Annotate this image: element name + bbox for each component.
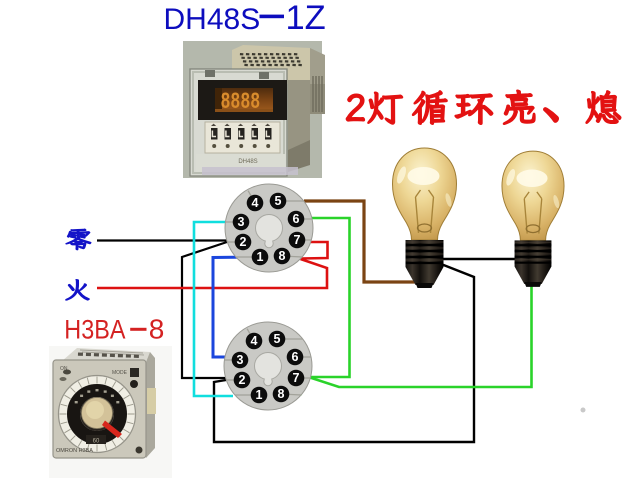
svg-text:ON: ON — [60, 366, 68, 372]
svg-text:8: 8 — [149, 314, 165, 345]
svg-text:DH48S: DH48S — [164, 3, 261, 36]
svg-text:OMRON H3BA: OMRON H3BA — [56, 448, 93, 454]
svg-text:H3BA: H3BA — [64, 315, 125, 345]
svg-text:1Z: 1Z — [286, 0, 326, 37]
svg-text:60: 60 — [93, 439, 100, 445]
svg-text:MODE: MODE — [112, 370, 128, 376]
svg-text:DH48S: DH48S — [238, 159, 257, 165]
svg-text:8888: 8888 — [221, 90, 261, 116]
